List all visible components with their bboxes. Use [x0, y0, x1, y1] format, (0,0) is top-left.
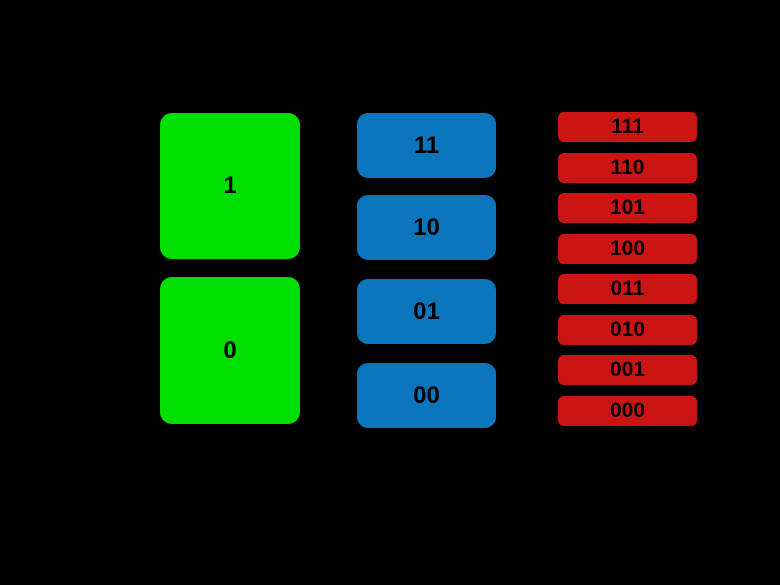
- three-bit-value-box-101: 101: [558, 193, 697, 223]
- three-bit-value-box-010: 010: [558, 315, 697, 345]
- three-bit-value-box-000: 000: [558, 396, 697, 426]
- two-bit-value-box-01: 01: [357, 279, 496, 344]
- three-bit-value-box-110: 110: [558, 153, 697, 183]
- three-bit-value-box-011: 011: [558, 274, 697, 304]
- three-bit-value-box-111: 111: [558, 112, 697, 142]
- two-bit-value-box-00: 00: [357, 363, 496, 428]
- one-bit-value-box-0: 0: [160, 277, 300, 424]
- three-bit-value-box-001: 001: [558, 355, 697, 385]
- three-bit-value-box-100: 100: [558, 234, 697, 264]
- two-bit-value-box-10: 10: [357, 195, 496, 260]
- two-bit-value-box-11: 11: [357, 113, 496, 178]
- one-bit-value-box-1: 1: [160, 113, 300, 259]
